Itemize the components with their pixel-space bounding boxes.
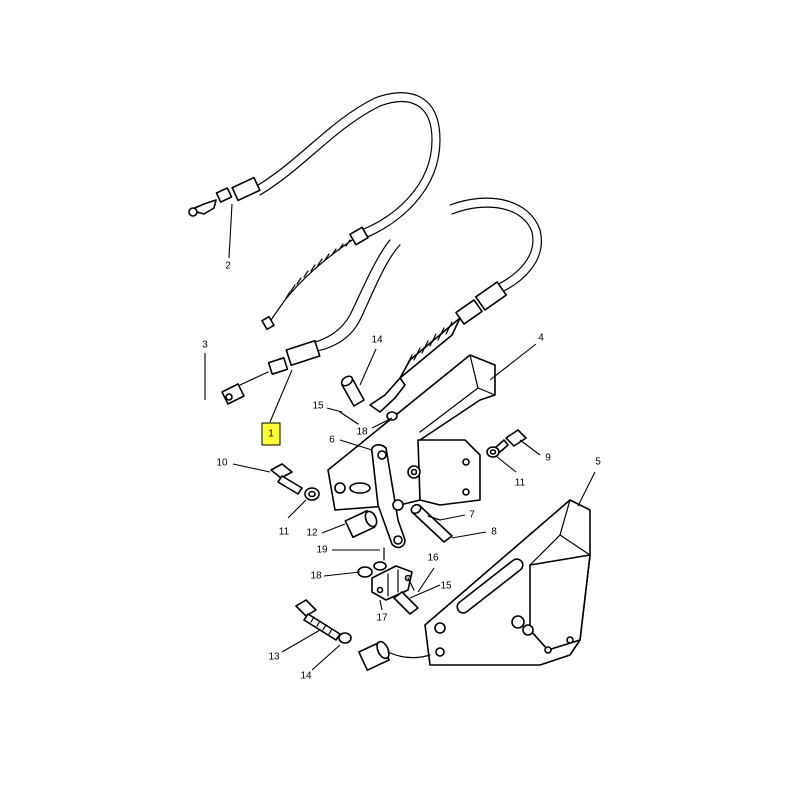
lever-6 xyxy=(370,443,406,549)
callout-11-right: 11 xyxy=(515,478,526,489)
callout-4: 4 xyxy=(538,333,544,344)
washer-18-upper xyxy=(386,411,398,421)
bracket-5 xyxy=(424,499,591,666)
clip-15-upper xyxy=(339,411,359,425)
washer-11-left xyxy=(304,487,320,501)
callout-7: 7 xyxy=(469,510,475,521)
washer-18-lower xyxy=(357,561,387,578)
callout-11-left: 11 xyxy=(279,527,290,538)
callout-13: 13 xyxy=(268,652,280,663)
callout-10: 10 xyxy=(216,458,228,469)
callout-17: 17 xyxy=(376,613,388,624)
bracket-4 xyxy=(327,354,496,511)
leader-lines xyxy=(204,203,596,671)
washer-11-right xyxy=(486,446,500,458)
callout-14-upper: 14 xyxy=(371,335,383,346)
callout-9: 9 xyxy=(545,453,551,464)
pin-14-upper xyxy=(340,375,365,407)
callout-8: 8 xyxy=(491,527,497,538)
pin-16 xyxy=(393,591,419,615)
callout-2: 2 xyxy=(225,261,231,272)
callout-3: 3 xyxy=(202,340,208,351)
callout-15-upper: 15 xyxy=(312,401,324,412)
cable-1 xyxy=(221,197,542,413)
callout-15-lower: 15 xyxy=(440,581,452,592)
callout-6: 6 xyxy=(329,435,335,446)
callout-14-lower: 14 xyxy=(300,671,312,682)
callout-12: 12 xyxy=(306,528,318,539)
callout-18-lower: 18 xyxy=(310,571,322,582)
callout-5: 5 xyxy=(595,457,601,468)
pin-8 xyxy=(410,503,453,543)
callout-19: 19 xyxy=(316,545,328,556)
bolt-13 xyxy=(295,599,341,641)
clip-15-lower xyxy=(407,577,415,591)
callout-labels: 1 2 3 4 5 6 7 8 9 10 11 11 12 13 14 14 1… xyxy=(202,261,601,682)
bolt-10 xyxy=(270,463,303,495)
cable-2 xyxy=(188,92,441,331)
bushing-lower xyxy=(358,640,431,671)
callout-1: 1 xyxy=(268,429,274,440)
highlight-box xyxy=(261,422,281,446)
callout-16: 16 xyxy=(427,553,439,564)
cotter-7 xyxy=(427,515,441,521)
bushing-12 xyxy=(344,509,378,539)
washer-14-lower xyxy=(338,632,352,644)
callout-18-upper: 18 xyxy=(356,427,368,438)
